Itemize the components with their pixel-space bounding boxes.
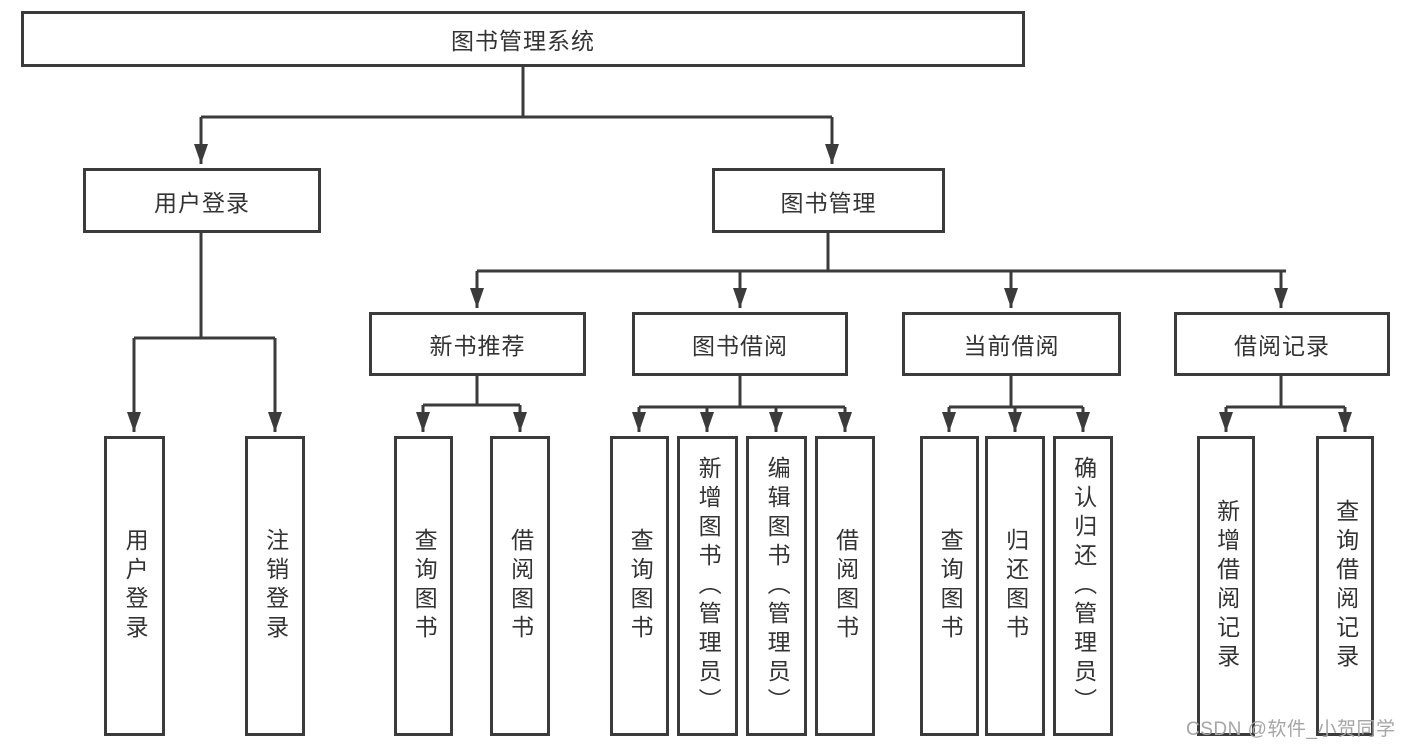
- leaf-borrow-edit-books-admin-label: 编辑图书（管理员）: [764, 455, 791, 717]
- leaf-logout: 注销登录: [245, 436, 305, 736]
- leaf-current-confirm-return-admin: 确认归还（管理员）: [1053, 436, 1113, 736]
- leaf-current-return-books-label: 归还图书: [1002, 528, 1029, 644]
- leaf-newbook-borrow-books: 借阅图书: [490, 436, 550, 736]
- node-book-management: 图书管理: [712, 168, 945, 233]
- leaf-current-query-books-label: 查询图书: [937, 528, 964, 644]
- leaf-newbook-borrow-books-label: 借阅图书: [507, 528, 534, 644]
- leaf-current-confirm-return-admin-label: 确认归还（管理员）: [1070, 455, 1097, 717]
- node-root: 图书管理系统: [21, 11, 1025, 67]
- leaf-borrow-borrow-books: 借阅图书: [815, 436, 875, 736]
- node-book-borrow: 图书借阅: [632, 312, 848, 376]
- node-borrow-records: 借阅记录: [1174, 312, 1390, 376]
- node-root-label: 图书管理系统: [451, 28, 595, 54]
- leaf-logout-label: 注销登录: [262, 528, 289, 644]
- leaf-records-add-record: 新增借阅记录: [1197, 436, 1255, 736]
- node-user-login-label: 用户登录: [154, 189, 250, 216]
- elbow-lines: [134, 67, 1345, 409]
- node-user-login: 用户登录: [83, 168, 321, 233]
- node-borrow-records-label: 借阅记录: [1234, 333, 1330, 359]
- leaf-borrow-add-books-admin-label: 新增图书（管理员）: [695, 455, 722, 717]
- leaf-user-login: 用户登录: [104, 436, 165, 736]
- leaf-newbook-query-books-label: 查询图书: [411, 528, 438, 644]
- node-new-book-recommend-label: 新书推荐: [429, 333, 526, 359]
- leaf-current-query-books: 查询图书: [920, 436, 979, 736]
- leaf-borrow-borrow-books-label: 借阅图书: [832, 528, 859, 644]
- leaf-borrow-add-books-admin: 新增图书（管理员）: [677, 436, 738, 736]
- node-current-borrow: 当前借阅: [902, 312, 1121, 376]
- leaf-records-query-record: 查询借阅记录: [1316, 436, 1374, 736]
- leaf-user-login-label: 用户登录: [122, 528, 149, 644]
- node-current-borrow-label: 当前借阅: [963, 333, 1060, 359]
- leaf-records-add-record-label: 新增借阅记录: [1213, 499, 1240, 673]
- leaf-borrow-query-books-label: 查询图书: [627, 528, 654, 644]
- leaf-newbook-query-books: 查询图书: [394, 436, 453, 736]
- leaf-records-query-record-label: 查询借阅记录: [1332, 499, 1359, 673]
- node-book-management-label: 图书管理: [780, 189, 877, 216]
- csdn-watermark: CSDN @软件_小贺同学: [1186, 719, 1396, 740]
- leaf-current-return-books: 归还图书: [985, 436, 1045, 736]
- leaf-borrow-query-books: 查询图书: [610, 436, 669, 736]
- leaf-borrow-edit-books-admin: 编辑图书（管理员）: [746, 436, 807, 736]
- node-new-book-recommend: 新书推荐: [369, 312, 586, 376]
- node-book-borrow-label: 图书借阅: [692, 333, 788, 359]
